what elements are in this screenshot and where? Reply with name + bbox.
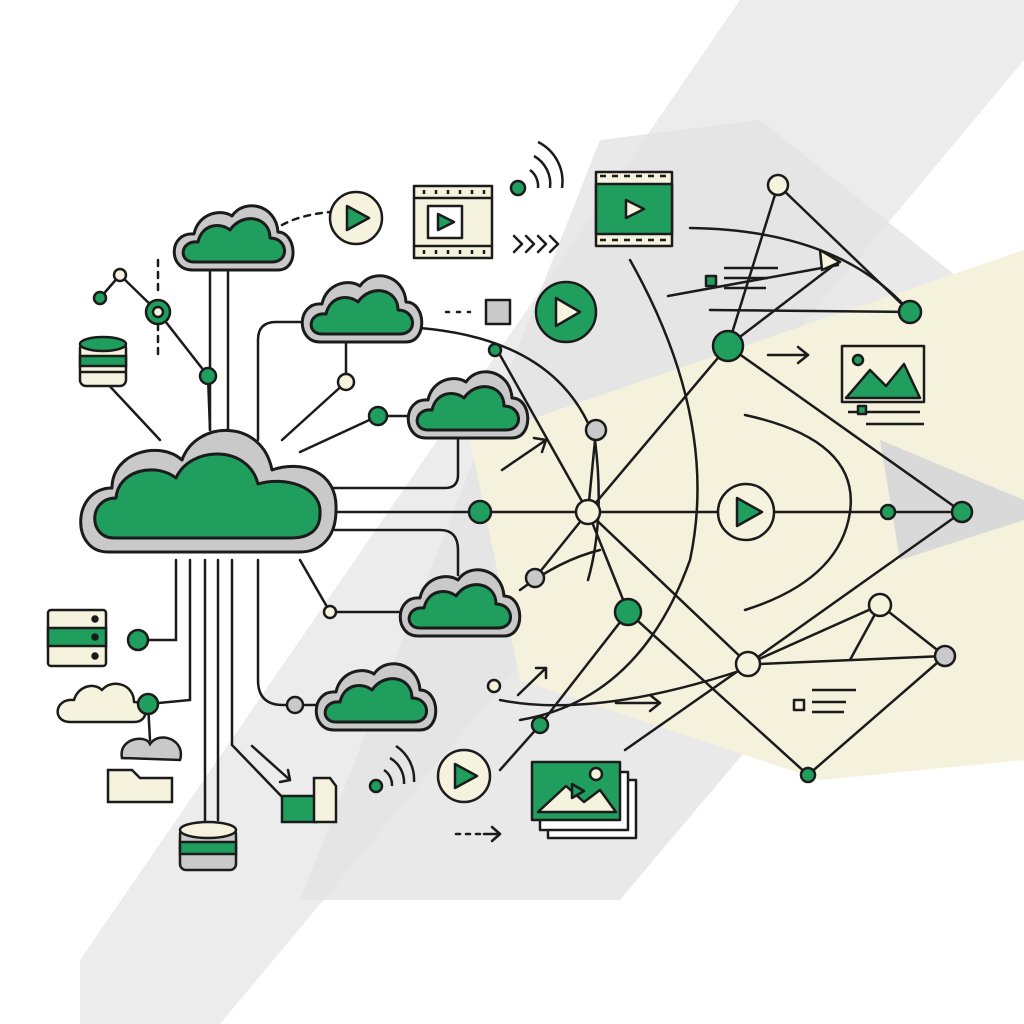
media-icons (368, 140, 926, 840)
arrow-right-icon (614, 693, 662, 713)
connector-lines (98, 182, 965, 832)
node-dot (486, 678, 502, 694)
connector-line (518, 258, 699, 722)
storage-icons (46, 335, 338, 872)
outline-cloud-icon (56, 682, 147, 724)
play-button-icon[interactable] (436, 748, 492, 804)
node-dot (766, 173, 790, 197)
dotted-arrow-icon (454, 825, 502, 843)
cloud-icon (407, 583, 512, 630)
cloud-icon (415, 385, 520, 432)
list-icon (704, 266, 778, 290)
cloud-icon (181, 217, 286, 264)
node-dot (467, 499, 493, 525)
node-dot (867, 592, 893, 618)
node-dot (487, 342, 503, 358)
database-icon (78, 335, 128, 388)
connector-line (146, 558, 192, 706)
node-dot (198, 366, 218, 386)
node-dot (933, 644, 957, 668)
node-dot (151, 305, 165, 319)
connector-line (623, 662, 750, 752)
connector-line (533, 510, 590, 580)
node-dot (584, 418, 608, 442)
play-button-icon[interactable] (534, 280, 598, 344)
cloud-icon (323, 677, 428, 724)
connector-line (666, 263, 840, 298)
list-icon (792, 688, 856, 714)
arrow-diagonal-icon (500, 436, 548, 472)
node-dot (574, 498, 602, 526)
central-play-hub[interactable] (716, 482, 776, 542)
arrow-right-icon (766, 345, 810, 365)
square-node-icon (484, 298, 512, 326)
node-dot (285, 695, 305, 715)
connector-line (298, 414, 412, 454)
connector-line (328, 438, 460, 490)
play-buttons (328, 190, 776, 804)
connector-line (586, 510, 947, 777)
node-dot (950, 500, 974, 524)
connector-line (230, 558, 287, 802)
node-dot (126, 628, 150, 652)
node-dot (734, 650, 762, 678)
network-nodes (92, 173, 974, 784)
connector-line (586, 428, 598, 514)
node-dot (322, 604, 338, 620)
node-dot (112, 267, 128, 283)
cloud-icon (309, 289, 414, 336)
video-frame-icon (594, 170, 674, 248)
node-dot (613, 597, 643, 627)
node-dot (92, 290, 108, 306)
connector-line (333, 528, 460, 577)
film-strip-icon (412, 184, 494, 260)
connector-line (256, 558, 332, 707)
connector-line (102, 378, 162, 442)
node-dot (136, 692, 160, 716)
connector-line (280, 338, 348, 442)
folder-cloud-icon (106, 736, 183, 804)
node-dot (711, 329, 745, 363)
node-dot (367, 405, 389, 427)
flow-arrows (250, 234, 842, 843)
node-dot (530, 715, 550, 735)
arrow-diagonal-icon (516, 666, 548, 697)
gray-shard (880, 440, 1024, 560)
database-icon (178, 820, 238, 872)
node-dot (799, 766, 817, 784)
cursor-pointer-icon (818, 248, 842, 272)
connector-line (136, 558, 178, 642)
clouds (56, 204, 530, 732)
wifi-signal-icon (368, 744, 416, 794)
node-dot (336, 372, 356, 392)
image-icon (840, 344, 926, 426)
connector-line (280, 210, 332, 227)
connector-line (493, 344, 590, 514)
play-button-icon[interactable] (328, 190, 384, 246)
cloud-icon (93, 452, 322, 540)
node-dot (897, 299, 923, 325)
chevrons-right-icon (512, 234, 560, 254)
server-rack-icon (46, 608, 108, 668)
wifi-signal-icon (509, 140, 564, 197)
node-dot (524, 567, 546, 589)
image-stack-icon (530, 760, 638, 840)
arrow-diagonal-icon (250, 744, 292, 784)
connector-line (256, 320, 307, 442)
connector-line (726, 260, 840, 348)
connector-line (708, 308, 912, 314)
node-dot (879, 503, 897, 521)
file-stack-icon (280, 776, 338, 824)
